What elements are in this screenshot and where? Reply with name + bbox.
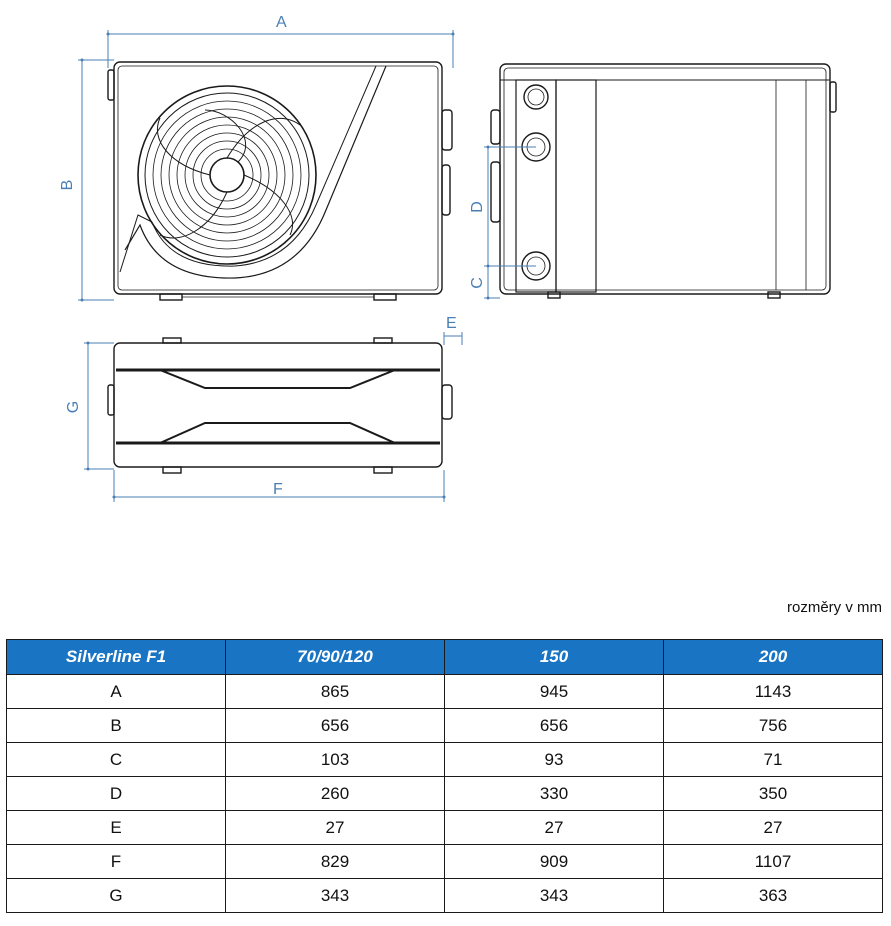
table-cell: A (6, 674, 226, 709)
table-cell: 1143 (663, 674, 883, 709)
table-row: F 829 909 1107 (6, 844, 883, 879)
dim-label-e: E (446, 315, 457, 332)
table-cell: 1107 (663, 844, 883, 879)
table-row: B 656 656 756 (6, 708, 883, 743)
table-cell: 93 (444, 742, 664, 777)
table-cell: C (6, 742, 226, 777)
units-note: rozměry v mm (787, 599, 882, 616)
fan-guard (137, 85, 317, 265)
table-header-cell: 200 (663, 639, 883, 675)
dimensions-table: Silverline F1 70/90/120 150 200 A 865 94… (6, 639, 883, 913)
table-cell: 343 (225, 878, 445, 913)
technical-drawings: A B D C E G F (59, 14, 837, 502)
table-cell: F (6, 844, 226, 879)
table-cell: 909 (444, 844, 664, 879)
table-cell: 945 (444, 674, 664, 709)
table-cell: G (6, 878, 226, 913)
top-view (107, 337, 453, 474)
table-cell: 343 (444, 878, 664, 913)
front-view (107, 61, 453, 301)
table-row: G 343 343 363 (6, 878, 883, 913)
table-cell: 656 (444, 708, 664, 743)
dimension-lines (78, 30, 536, 502)
table-row: D 260 330 350 (6, 776, 883, 811)
table-cell: 27 (444, 810, 664, 845)
table-header-cell: 70/90/120 (225, 639, 445, 675)
table-header-row: Silverline F1 70/90/120 150 200 (6, 639, 883, 675)
dim-label-b: B (59, 180, 76, 191)
table-cell: 656 (225, 708, 445, 743)
dim-label-c: C (469, 277, 486, 289)
table-cell: D (6, 776, 226, 811)
table-row: E 27 27 27 (6, 810, 883, 845)
side-view (490, 63, 837, 299)
table-cell: 260 (225, 776, 445, 811)
table-cell: 756 (663, 708, 883, 743)
table-row: C 103 93 71 (6, 742, 883, 777)
table-cell: E (6, 810, 226, 845)
dim-label-a: A (276, 14, 287, 31)
table-cell: 330 (444, 776, 664, 811)
dim-label-g: G (65, 401, 82, 413)
table-row: A 865 945 1143 (6, 674, 883, 709)
dim-label-d: D (469, 201, 486, 213)
table-cell: 103 (225, 742, 445, 777)
table-cell: 71 (663, 742, 883, 777)
table-cell: 27 (663, 810, 883, 845)
table-header-cell: 150 (444, 639, 664, 675)
table-cell: 27 (225, 810, 445, 845)
table-cell: 363 (663, 878, 883, 913)
table-cell: 350 (663, 776, 883, 811)
table-cell: 829 (225, 844, 445, 879)
table-cell: 865 (225, 674, 445, 709)
table-cell: B (6, 708, 226, 743)
dim-label-f: F (273, 481, 283, 498)
table-header-cell: Silverline F1 (6, 639, 226, 675)
